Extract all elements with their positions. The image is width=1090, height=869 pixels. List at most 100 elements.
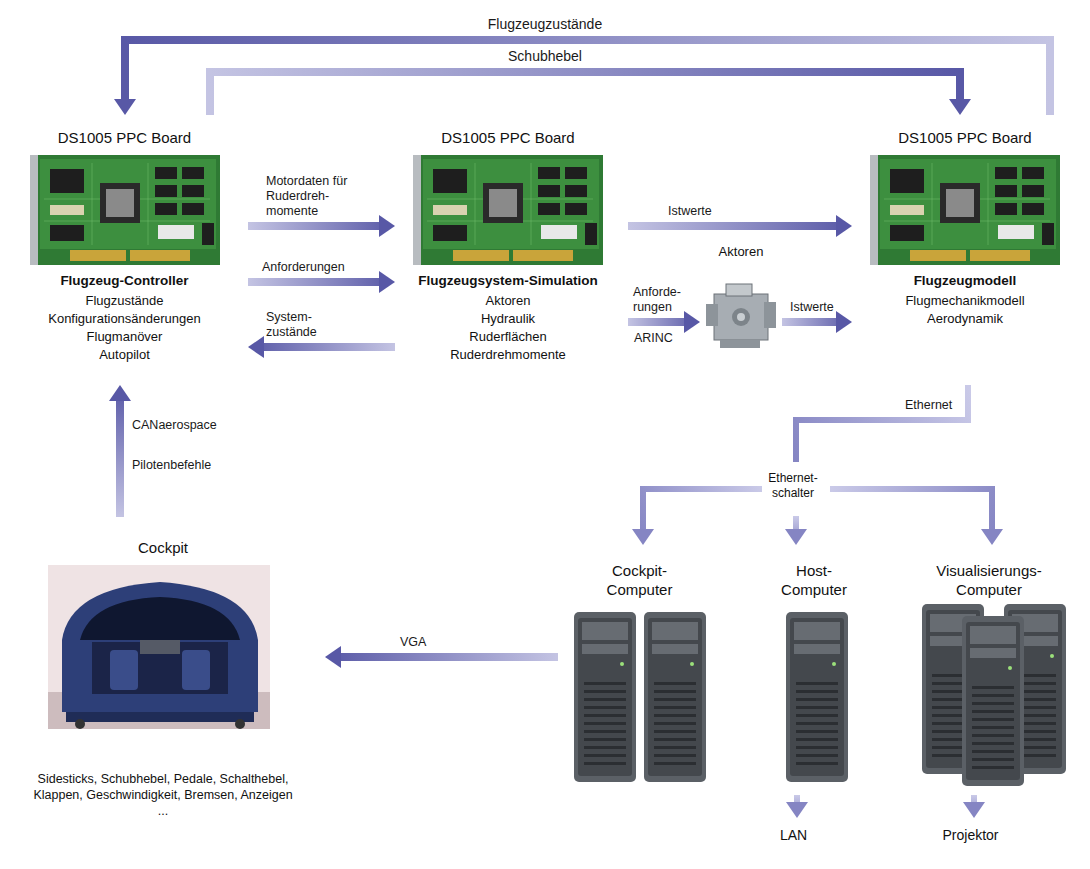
- box-shape: [852, 115, 1085, 385]
- connector: [963, 795, 985, 818]
- cockpit-photo: [48, 565, 270, 729]
- connector-line: [796, 385, 968, 462]
- arrow-head: [248, 336, 264, 358]
- board-box: DS1005 PPC BoardFlugzeugsystem-Simulatio…: [395, 115, 628, 385]
- node-body: Aktoren Hydraulik Ruderflächen Ruderdreh…: [403, 292, 613, 364]
- arrow-head: [379, 215, 395, 237]
- node-title: Flugzeugmodell: [860, 272, 1070, 289]
- arrow-head: [949, 99, 971, 115]
- node-title: Flugzeugsystem-Simulation: [403, 272, 613, 289]
- signal-label: Pilotenbefehle: [132, 458, 252, 473]
- switch-name: Ethernet- schalter: [764, 471, 822, 501]
- board-photo: [30, 155, 220, 265]
- board-photo: [870, 155, 1060, 265]
- connector: [109, 385, 131, 517]
- computer-name: Cockpit- Computer: [598, 561, 682, 599]
- arrow-head: [836, 311, 852, 333]
- arrow-head: [632, 529, 654, 545]
- computer-box: Host- Computer: [735, 545, 900, 795]
- board-box: DS1005 PPC BoardFlugzeug-ControllerFlugz…: [8, 115, 248, 385]
- edge-label: Anforde- rungen: [633, 285, 695, 315]
- box-shape: [8, 115, 248, 385]
- connector: [114, 40, 1050, 115]
- connector-line: [628, 222, 838, 230]
- output-name: LAN: [763, 827, 824, 844]
- edge-label: Istwerte: [668, 204, 748, 219]
- connector: [248, 271, 395, 293]
- computer-name: Visualisierungs- Computer: [925, 561, 1053, 599]
- output-box: Projektor: [928, 818, 1020, 857]
- connector: [248, 215, 395, 237]
- edge-label: Schubhebel: [490, 48, 600, 65]
- node-title: Flugzeug-Controller: [16, 272, 233, 289]
- arrow-head: [379, 271, 395, 293]
- connector-line: [262, 343, 395, 351]
- arrow-head: [114, 99, 136, 115]
- edge-label: CANaerospace: [132, 418, 252, 433]
- output-name: Projektor: [936, 827, 1005, 844]
- connector: [796, 385, 968, 462]
- board-photo: [413, 155, 603, 265]
- connector-line: [116, 399, 124, 517]
- computer-box: Cockpit- Computer: [558, 545, 728, 795]
- computer-name: Host- Computer: [772, 561, 856, 599]
- connector-line: [643, 489, 762, 531]
- connector-line: [793, 516, 799, 531]
- computer-tower: [574, 612, 636, 782]
- connector: [782, 311, 852, 333]
- connector-line: [125, 40, 1050, 115]
- cockpit-box: CockpitSidesticks, Schubhebel, Pedale, S…: [8, 517, 325, 840]
- connector-line: [339, 653, 558, 661]
- actuator-heading: Aktoren: [700, 244, 782, 260]
- edge-label: Anforderungen: [262, 260, 386, 275]
- edge-label: Flugzeugzustände: [470, 16, 620, 33]
- connector-line: [248, 222, 381, 230]
- arrow-head: [836, 215, 852, 237]
- edge-label: VGA: [400, 635, 460, 650]
- box-shape: [395, 115, 628, 385]
- node-body: Flugmechanikmodell Aerodynamik: [860, 292, 1070, 328]
- computer-tower: [962, 616, 1024, 786]
- board-heading: DS1005 PPC Board: [403, 129, 613, 147]
- edge-label: Motordaten für Ruderdreh- momente: [266, 174, 354, 219]
- computer-box: Visualisierungs- Computer: [905, 545, 1080, 795]
- arrow-head: [786, 802, 808, 818]
- actuator-picture: [706, 284, 776, 348]
- connector: [785, 516, 807, 545]
- board-box: DS1005 PPC BoardFlugzeugmodellFlugmechan…: [852, 115, 1085, 385]
- connector-line: [210, 72, 960, 115]
- connector: [210, 72, 971, 115]
- connector: [786, 795, 808, 818]
- edge-label: Istwerte: [790, 300, 848, 315]
- connector-line: [628, 318, 686, 326]
- cockpit-heading: Cockpit: [16, 539, 310, 557]
- node-body: Flugzustände Konfigurationsänderungen Fl…: [16, 292, 233, 364]
- arrow-head: [785, 529, 807, 545]
- connector: [628, 311, 700, 333]
- connector: [632, 489, 762, 545]
- signal-label: ARINC: [634, 331, 694, 346]
- connector-line: [248, 278, 381, 286]
- arrow-head: [325, 646, 341, 668]
- board-heading: DS1005 PPC Board: [860, 129, 1070, 147]
- connector: [248, 336, 395, 358]
- actuator-unit: Aktoren: [700, 244, 782, 354]
- connector: [830, 489, 1003, 545]
- computer-tower: [644, 612, 706, 782]
- arrow-head: [109, 385, 131, 401]
- output-box: LAN: [755, 818, 839, 857]
- edge-label: Ethernet: [905, 398, 961, 413]
- cockpit-controls: Sidesticks, Schubhebel, Pedale, Schalthe…: [27, 771, 299, 819]
- ethernet-switch: Ethernet- schalter: [762, 462, 830, 516]
- connector: [628, 215, 852, 237]
- connector-line: [782, 318, 838, 326]
- edge-label: System- zustände: [266, 310, 336, 340]
- computer-tower: [786, 612, 848, 782]
- connector-line: [830, 489, 992, 531]
- arrow-head: [981, 529, 1003, 545]
- arrow-head: [684, 311, 700, 333]
- board-heading: DS1005 PPC Board: [16, 129, 233, 147]
- connector: [325, 646, 558, 668]
- arrow-head: [963, 802, 985, 818]
